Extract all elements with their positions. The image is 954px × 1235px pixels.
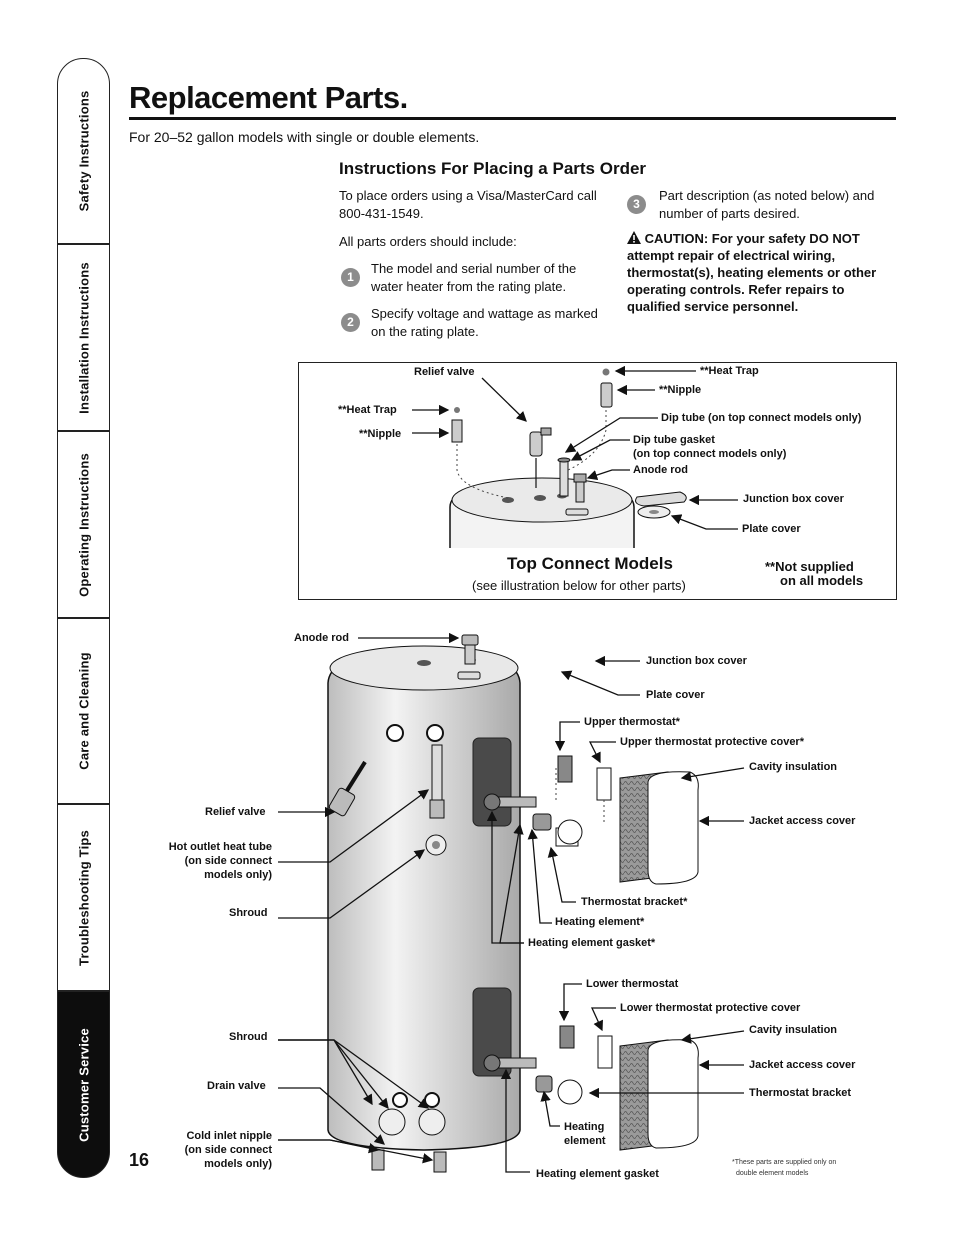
label-relief-valve: Relief valve — [205, 806, 266, 818]
not-supplied-line-1: **Not supplied — [765, 559, 854, 574]
label-heat-trap-right: **Heat Trap — [700, 365, 759, 377]
not-supplied-line-2: on all models — [780, 573, 864, 588]
step-number-badge: 2 — [341, 313, 360, 332]
label-line: (on side connect — [184, 1144, 272, 1156]
label-junction-box-cover: Junction box cover — [646, 655, 747, 667]
label-jacket-access-cover-lower: Jacket access cover — [749, 1059, 856, 1071]
label-heating-element-gasket-lower: Heating element gasket — [536, 1168, 659, 1180]
footnote-line: double element models — [736, 1170, 809, 1177]
tab-operating-instructions[interactable]: Operating Instructions — [57, 431, 110, 618]
label-heating-element-upper: Heating element* — [555, 916, 645, 928]
label-heating-element-gasket-upper: Heating element gasket* — [528, 937, 656, 949]
label-line: element — [564, 1135, 606, 1147]
label-shroud-lower: Shroud — [229, 1031, 268, 1043]
label-line: Heating — [564, 1121, 605, 1133]
warning-icon — [627, 231, 645, 246]
caution-text: CAUTION: For your safety DO NOT attempt … — [627, 231, 877, 314]
main-tank-illustration — [327, 634, 699, 1173]
label-lower-thermostat: Lower thermostat — [586, 978, 679, 990]
step-text: Part description (as noted below) and nu… — [659, 188, 875, 221]
tab-troubleshooting-tips[interactable]: Troubleshooting Tips — [57, 804, 110, 991]
label-line: models only) — [204, 869, 272, 881]
label-plate-cover: Plate cover — [646, 689, 705, 701]
label-nipple-right: **Nipple — [659, 384, 702, 396]
tab-customer-service[interactable]: Customer Service — [57, 991, 110, 1178]
label-jacket-access-cover-upper: Jacket access cover — [749, 815, 856, 827]
step-number-badge: 3 — [627, 195, 646, 214]
label-heat-trap-left: **Heat Trap — [338, 404, 397, 416]
page-number: 16 — [129, 1150, 150, 1170]
label-hot-outlet-heat-tube: Hot outlet heat tube (on side connect mo… — [140, 840, 272, 882]
label-dip-tube-gasket-note: (on top connect models only) — [633, 448, 787, 460]
label-dip-tube-gasket: Dip tube gasket — [633, 434, 715, 446]
label-upper-thermostat: Upper thermostat* — [584, 716, 680, 728]
label-nipple-left: **Nipple — [359, 428, 402, 440]
tab-installation-instructions[interactable]: Installation Instructions — [57, 244, 110, 431]
footnote: *These parts are supplied only on double… — [732, 1157, 836, 1179]
side-tabs: Safety Instructions Installation Instruc… — [57, 58, 112, 1178]
page-title: Replacement Parts. — [129, 80, 408, 115]
label-cold-inlet-nipple: Cold inlet nipple (on side connect model… — [140, 1129, 272, 1171]
label-lower-thermostat-cover: Lower thermostat protective cover — [620, 1002, 801, 1014]
label-shroud-upper: Shroud — [229, 907, 268, 919]
top-tank-illustration — [449, 368, 687, 548]
not-supplied-note: **Not supplied on all models — [765, 560, 863, 588]
label-anode-rod-top: Anode rod — [633, 464, 688, 476]
label-heating-element-lower: Heating element — [564, 1120, 606, 1148]
step-text: The model and serial number of the water… — [371, 261, 577, 294]
step-text: Specify voltage and wattage as marked on… — [371, 306, 598, 339]
tab-safety-instructions[interactable]: Safety Instructions — [57, 58, 110, 244]
label-drain-valve: Drain valve — [207, 1080, 266, 1092]
label-line: (on side connect — [184, 855, 272, 867]
label-upper-thermostat-cover: Upper thermostat protective cover* — [620, 736, 804, 748]
page-subtitle: For 20–52 gallon models with single or d… — [129, 129, 480, 145]
label-line: Hot outlet heat tube — [168, 841, 272, 853]
label-cavity-insulation-lower: Cavity insulation — [749, 1024, 838, 1036]
order-include: All parts orders should include: — [339, 234, 517, 249]
label-line: models only) — [204, 1158, 272, 1170]
title-divider — [129, 117, 896, 120]
label-dip-tube: Dip tube (on top connect models only) — [661, 412, 862, 424]
label-anode-rod: Anode rod — [294, 632, 349, 644]
label-thermostat-bracket-lower: Thermostat bracket — [749, 1087, 852, 1099]
footnote-line: *These parts are supplied only on — [732, 1159, 837, 1166]
label-thermostat-bracket-upper: Thermostat bracket* — [581, 896, 688, 908]
top-connect-diagram-box — [298, 362, 897, 600]
step-number-badge: 1 — [341, 268, 360, 287]
caution-notice: CAUTION: For your safety DO NOT attempt … — [627, 230, 892, 315]
order-heading: Instructions For Placing a Parts Order — [339, 159, 647, 178]
top-connect-subtitle: (see illustration below for other parts) — [472, 578, 686, 593]
top-connect-title: Top Connect Models — [507, 554, 673, 573]
label-cavity-insulation-upper: Cavity insulation — [749, 761, 838, 773]
label-plate-cover-top: Plate cover — [742, 523, 801, 535]
order-intro: To place orders using a Visa/MasterCard … — [339, 188, 597, 221]
label-line: Cold inlet nipple — [186, 1130, 272, 1142]
label-relief-valve-top: Relief valve — [414, 366, 475, 378]
label-junction-box-cover-top: Junction box cover — [743, 493, 844, 505]
tab-care-and-cleaning[interactable]: Care and Cleaning — [57, 618, 110, 804]
